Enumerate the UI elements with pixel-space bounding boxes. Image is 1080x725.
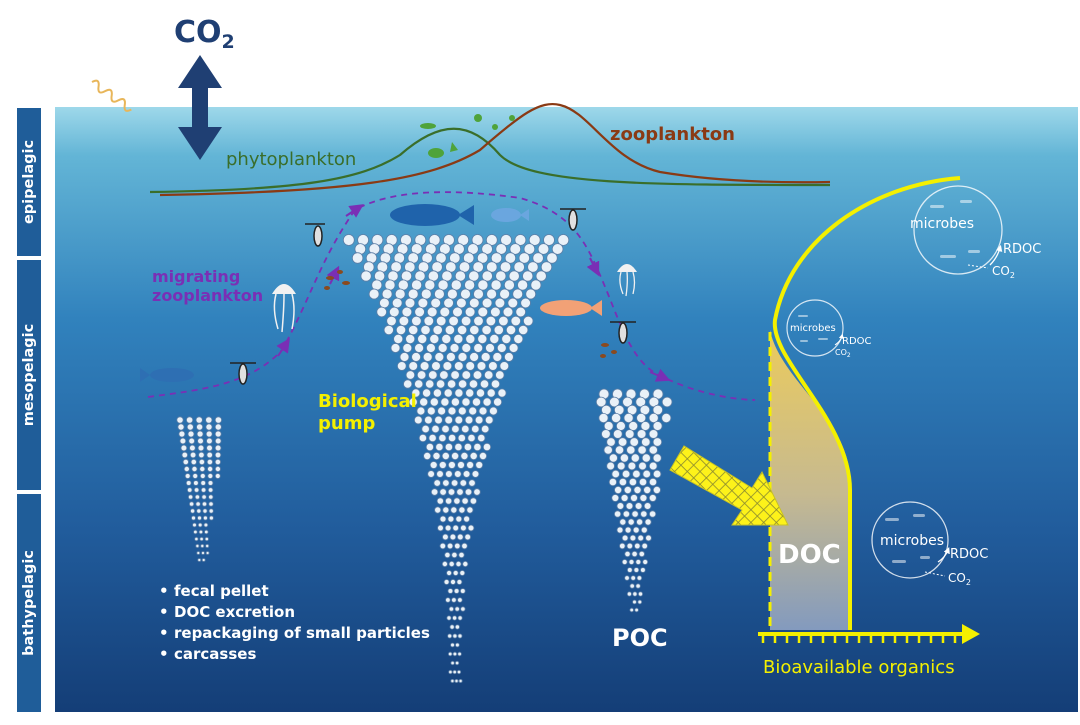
sinking-particles [176,234,673,684]
process-item: carcasses [174,645,256,663]
fish-icon-deep [140,368,194,382]
sunlight-wave-icon [91,79,132,112]
transfer-arrow [669,445,789,526]
zone-epipelagic: epipelagic [17,108,41,256]
phytoplankton-curve [149,127,831,194]
co2-label: CO2 [174,15,235,53]
copepod-icon-1 [305,223,325,247]
fecal-pellets [324,270,617,358]
process-bullet: • [159,624,169,642]
migration-arrow-1 [276,338,290,357]
fish-icon-large [390,204,474,226]
zone-mesopelagic: mesopelagic [17,260,41,490]
doc-region [770,330,850,630]
microbes-loop-1: microbes RDOC CO2 [910,185,1041,280]
ocean-background [55,107,1078,712]
process-bullet: • [159,645,169,663]
svg-text:microbes: microbes [880,533,944,549]
zone-bathypelagic: bathypelagic [17,494,41,712]
zooplankton-curve [159,103,831,197]
svg-text:microbes: microbes [790,323,836,334]
process-bullet: • [159,603,169,621]
jellyfish-icon-2 [617,264,637,297]
zone-epipelagic-label: epipelagic [21,139,37,225]
process-list: • fecal pellet • DOC excretion • repacka… [159,582,430,663]
process-bullet: • [159,582,169,600]
svg-text:CO2: CO2 [835,348,851,359]
migration-arrow-3 [345,204,364,218]
phytoplankton-label: phytoplankton [226,149,356,170]
doc-label: DOC [778,540,841,570]
microbes-loop-3: microbes RDOC CO2 [871,501,988,587]
copepod-icon-4 [610,321,636,344]
svg-text:RDOC: RDOC [842,336,872,347]
process-item: DOC excretion [174,603,295,621]
poc-label: POC [612,624,668,652]
co2-exchange-arrow [178,55,222,160]
bioavailable-axis [758,624,980,644]
jellyfish-icon-1 [272,284,296,333]
zooplankton-label: zooplankton [610,124,735,145]
phytoplankton-cells [420,114,515,158]
zone-mesopelagic-label: mesopelagic [21,323,37,427]
copepod-icon-3 [560,208,586,231]
migration-arrow-4 [586,257,600,277]
fish-icon-salmon [540,300,602,316]
svg-text:microbes: microbes [910,216,974,232]
doc-curve [772,176,961,630]
svg-text:CO2: CO2 [948,571,971,587]
copepod-icon-2 [230,362,256,385]
svg-text:CO2: CO2 [992,264,1015,280]
svg-text:RDOC: RDOC [950,547,988,562]
microbes-loop-2: microbes RDOC CO2 [786,299,872,359]
process-item: repackaging of small particles [174,624,430,642]
migration-arrow-5 [649,368,671,382]
fish-icon-small [491,208,529,222]
svg-text:RDOC: RDOC [1003,242,1041,257]
bioavailable-axis-label: Bioavailable organics [763,657,955,678]
zone-bathypelagic-label: bathypelagic [21,550,37,656]
process-item: fecal pellet [174,582,269,600]
